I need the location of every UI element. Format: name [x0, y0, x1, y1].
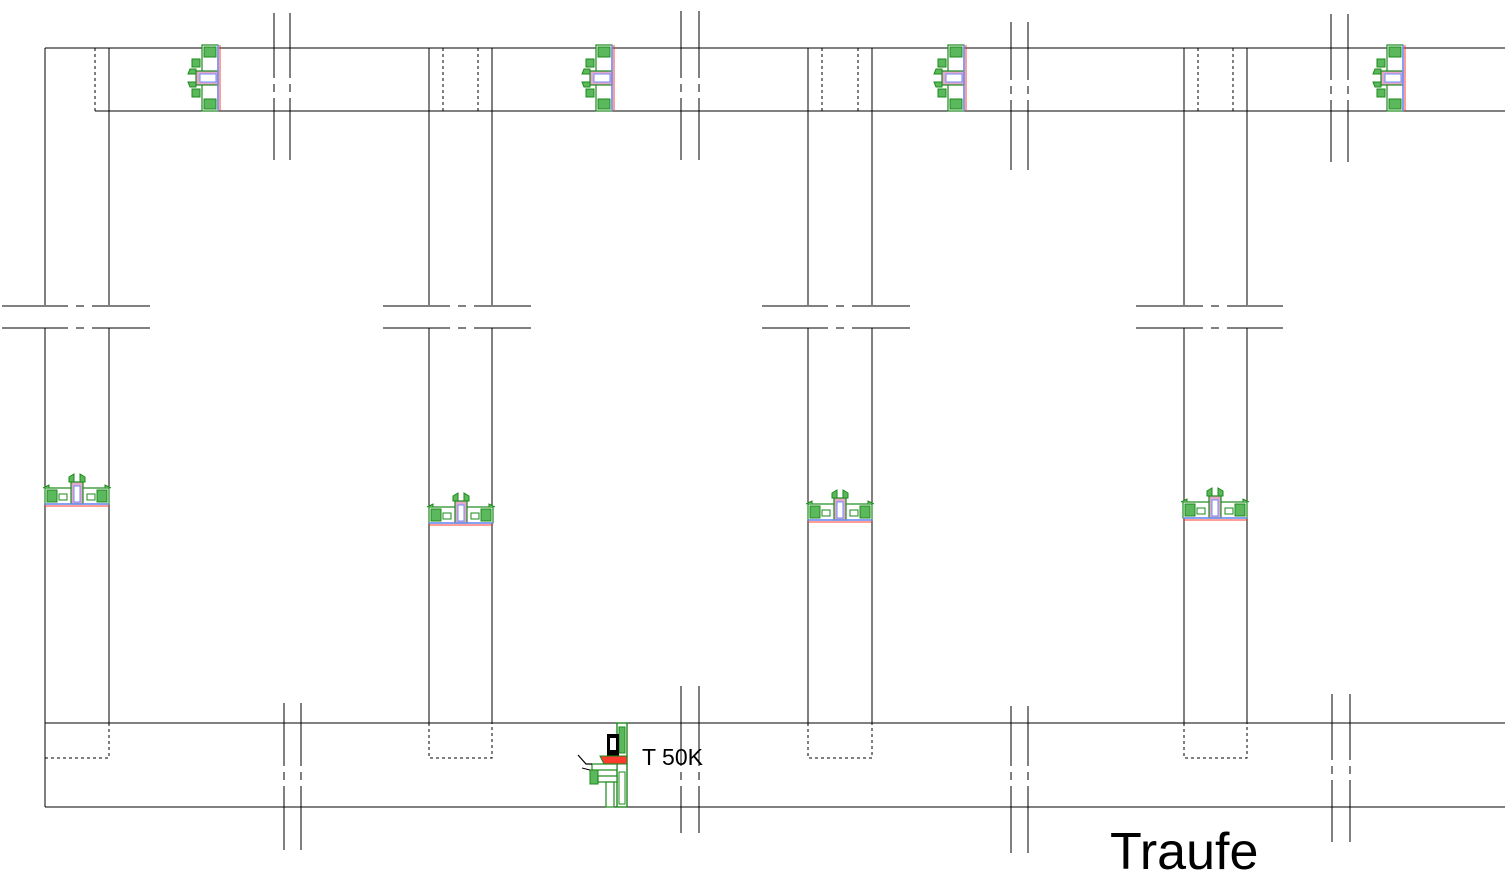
top-profile-4 — [1372, 44, 1406, 112]
transom-profile-3 — [805, 489, 875, 523]
top-profile-3 — [933, 44, 967, 112]
top-band — [44, 47, 1505, 112]
break-markers-horizontal — [2, 305, 1283, 329]
profile-label: T 50K — [642, 744, 703, 770]
eave-profile — [577, 722, 628, 808]
mullion-1 — [44, 48, 110, 759]
transom-profile-1 — [42, 473, 112, 507]
mullion-4 — [1183, 48, 1248, 759]
top-profile-2 — [581, 44, 615, 112]
break-markers-vertical — [273, 11, 1351, 853]
mullion-3 — [807, 48, 873, 759]
transom-profile-2 — [426, 492, 496, 526]
eave-label: Traufe — [1110, 823, 1259, 881]
mullion-2 — [428, 48, 493, 759]
transom-profile-4 — [1180, 487, 1250, 521]
top-profile-1 — [187, 44, 221, 112]
bottom-band — [44, 722, 1505, 808]
